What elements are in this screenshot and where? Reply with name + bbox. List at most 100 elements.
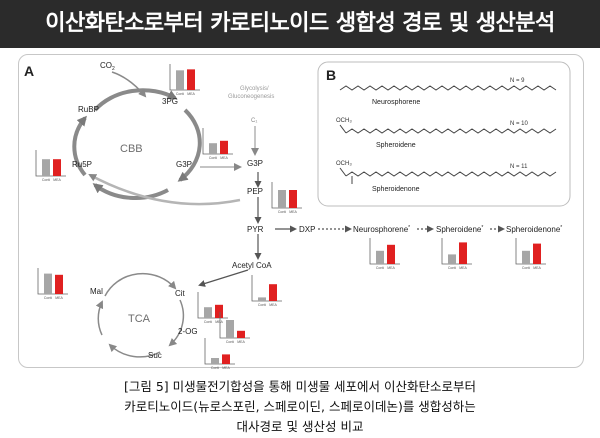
bar-ctrl [211,358,219,364]
main-pathway-arrows [198,172,505,287]
spheroidenone-structure [345,171,557,177]
bar-label-ctrl: Conti [209,156,217,160]
panel-b-box [317,61,571,207]
bar-label-ctrl: Conti [42,178,50,182]
neurosphorene-n: N = 9 [510,78,525,84]
metabolite-suc: Suc [148,351,162,360]
caption-line-3: 대사경로 및 생산성 비교 [236,419,364,434]
bar-mea [220,140,228,154]
bar-ctrl [176,70,184,90]
mini-chart-axis [441,238,472,265]
bar-ctrl [448,254,456,264]
neurosphorene-name: Neurosphorene [372,99,420,106]
spheroidene-name: Spheroidene [376,142,416,149]
bar-label-ctrl: Conti [278,210,286,214]
bar-label-mea: MEA [220,156,228,160]
bar-label-ctrl: Conti [44,296,52,300]
mini-chart-axis [369,238,400,265]
mini-chart-axis [219,312,250,339]
co2-arrow [111,71,147,98]
bar-label-mea: MEA [53,178,61,182]
cbb-cycle [72,88,202,201]
mini-chart-axis [515,238,546,265]
metabolite-rubp: RuBP [78,105,99,114]
panel-a-label: A [24,63,34,79]
bar-label-ctrl: Conti [204,320,212,324]
metabolite-cit: Cit [175,289,186,298]
page-title: 이산화탄소로부터 카로티노이드 생합성 경로 및 생산분석 [45,11,555,36]
tca-cycle [95,272,185,358]
metabolite-spheroidenone: Spheroidenone* [506,225,562,234]
bar-label-mea: MEA [55,296,63,300]
bar-label-mea: MEA [533,266,541,270]
bar-ctrl [42,159,50,176]
bar-label-ctrl: Conti [376,266,384,270]
metabolite-ru5p: Ru5P [72,160,92,169]
metabolite-2og: 2-OG [178,327,198,336]
bar-label-ctrl: Conti [226,340,234,344]
glycolysis-label-2: Gluconeogenesis [228,94,274,100]
bar-label-mea: MEA [237,340,245,344]
mini-chart-axis [251,275,282,302]
metabolite-neurosphorene: Neurosphorene* [353,225,410,234]
bar-label-ctrl: Conti [448,266,456,270]
bar-mea [53,159,61,176]
regeneration-arrow [88,173,241,206]
caption-line-1: [그림 5] 미생물전기합성을 통해 미생물 세포에서 이산화탄소로부터 [123,379,477,394]
bar-mea [237,330,245,338]
neurosphorene-structure [339,85,557,91]
bar-label-mea: MEA [269,303,277,307]
bar-ctrl [278,190,286,208]
spheroidene-n: N = 10 [510,121,529,127]
carotenoid-structures [339,85,557,184]
bar-label-ctrl: Conti [522,266,530,270]
tca-label: TCA [128,313,151,325]
bar-mea [459,242,467,264]
bar-label-mea: MEA [222,366,230,370]
spheroidene-group: OCH₃ [336,118,352,124]
bar-label-mea: MEA [289,210,297,214]
mini-chart-axis [37,268,68,295]
bar-mea [222,354,230,364]
spheroidenone-n: N = 11 [510,164,528,170]
mini-chart-axis [202,128,233,155]
bar-ctrl [44,273,52,294]
bar-label-ctrl: Conti [258,303,266,307]
bar-label-ctrl: Conti [211,366,219,370]
glycolysis-label-1: Glycolysis/ [240,86,269,92]
cbb-label: CBB [120,143,143,155]
bar-label-mea: MEA [459,266,467,270]
mini-chart-axis [271,182,302,209]
bar-label-mea: MEA [215,320,223,324]
panel-b-label: B [326,67,336,83]
spheroidene-structure [345,128,557,134]
co2-label: CO2 [100,61,115,72]
metabolite-spheroidene: Spheroidene* [436,225,483,234]
caption-line-2: 카로티노이드(뉴로스포린, 스페로이딘, 스페로이데논)를 생합성하는 [124,399,476,414]
metabolite-dxp: DXP [299,225,315,234]
bar-mea [387,244,395,264]
spheroidenone-name: Spheroidenone [372,186,420,193]
title-bar [0,0,600,48]
bar-mea [533,243,541,264]
bar-mea [289,190,297,208]
mini-chart-axis [169,64,200,91]
metabolite-acetyl-coa: Acetyl CoA [232,261,272,270]
bar-mea [215,304,223,318]
bar-label-mea: MEA [387,266,395,270]
spheroidenone-group: OCH₃ [336,161,352,167]
metabolite-c1: C₁ [251,118,257,124]
metabolite-g3p-cycle: G3P [176,160,192,169]
